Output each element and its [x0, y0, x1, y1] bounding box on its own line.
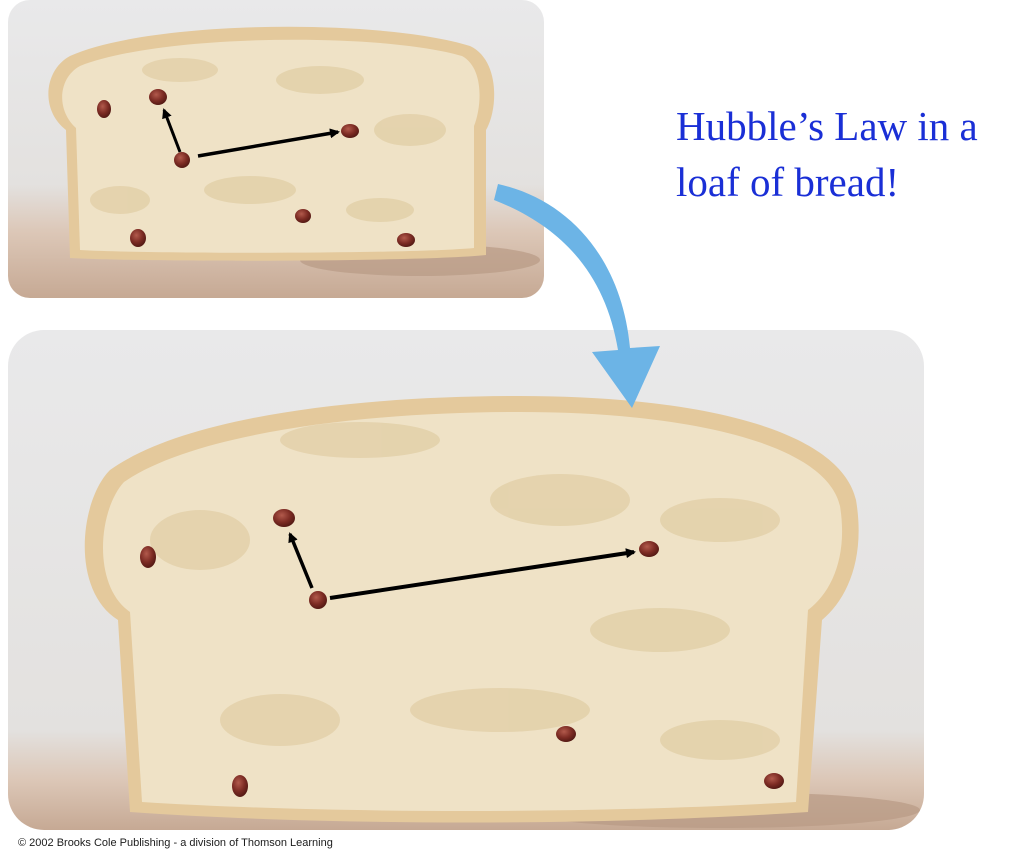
raisin-icon [174, 152, 190, 168]
raisin-icon [341, 124, 359, 138]
small-loaf-panel [8, 0, 544, 298]
raisin-icon [140, 546, 156, 568]
large-loaf [85, 396, 859, 823]
raisin-icon [130, 229, 146, 247]
raisin-icon [149, 89, 167, 105]
raisin-icon [309, 591, 327, 609]
caption-line-2: loaf of bread! [676, 154, 1026, 210]
raisin-icon [295, 209, 311, 223]
raisin-icon [97, 100, 111, 118]
raisin-icon [556, 726, 576, 742]
hubble-caption: Hubble’s Law in a loaf of bread! [676, 98, 1026, 210]
raisin-icon [273, 509, 295, 527]
large-loaf-panel [8, 330, 924, 830]
small-loaf-crumb [62, 40, 479, 253]
raisin-icon [232, 775, 248, 797]
raisin-icon [639, 541, 659, 557]
raisin-icon [764, 773, 784, 789]
raisin-icon [397, 233, 415, 247]
caption-line-1: Hubble’s Law in a [676, 98, 1026, 154]
copyright-credit: © 2002 Brooks Cole Publishing - a divisi… [18, 837, 333, 849]
